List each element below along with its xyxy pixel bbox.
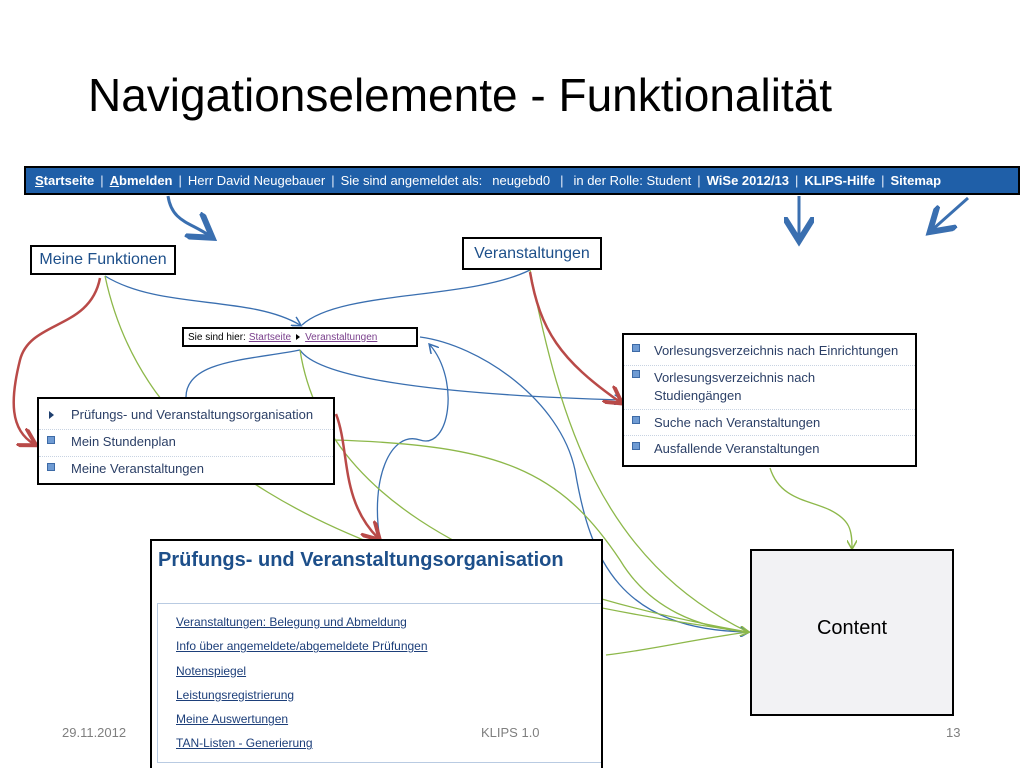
link-tan-listen[interactable]: TAN-Listen - Generierung — [176, 736, 313, 751]
arrow-menu-panel — [334, 413, 378, 538]
separator: | — [794, 173, 799, 188]
breadcrumb: Sie sind hier: Startseite Veranstaltunge… — [182, 327, 418, 347]
arrow-sitemap — [932, 196, 969, 230]
separator: | — [178, 173, 182, 188]
panel-title: Prüfungs- und Veranstaltungsorganisation — [158, 549, 564, 571]
breadcrumb-item-veranstaltungen[interactable]: Veranstaltungen — [305, 331, 378, 343]
separator: | — [100, 173, 104, 188]
footer-date: 29.11.2012 — [62, 725, 127, 740]
breadcrumb-separator-icon — [296, 334, 301, 340]
link-pruefungsinfo[interactable]: Info über angemeldete/abgemeldete Prüfun… — [176, 639, 428, 654]
menu-item-stundenplan[interactable]: Mein Stundenplan — [39, 430, 333, 457]
user-name: Herr David Neugebauer — [187, 173, 326, 188]
label-veranstaltungen: Veranstaltungen — [462, 237, 602, 270]
menu-item-ausfallende[interactable]: Ausfallende Veranstaltungen — [624, 436, 915, 462]
events-menu: Vorlesungsverzeichnis nach Einrichtungen… — [622, 333, 917, 467]
square-bullet-icon — [47, 463, 55, 471]
menu-item-label: Meine Veranstaltungen — [71, 461, 204, 476]
sitemap-link[interactable]: Sitemap — [890, 173, 942, 188]
menu-item-vv-studiengaenge[interactable]: Vorlesungsverzeichnis nach Studiengängen — [624, 366, 915, 410]
menu-item-label: Suche nach Veranstaltungen — [654, 415, 821, 430]
startseite-link[interactable]: Startseite — [35, 173, 95, 188]
separator: | — [697, 173, 701, 188]
menu-item-pruefungsorganisation[interactable]: Prüfungs- und Veranstaltungsorganisation — [39, 403, 333, 430]
separator: | — [881, 173, 885, 188]
link-belegung[interactable]: Veranstaltungen: Belegung und Abmeldung — [176, 615, 407, 629]
panel-link-list: Veranstaltungen: Belegung und Abmeldung … — [157, 603, 601, 763]
arrow-panel-breadcrumb — [376, 345, 449, 541]
semester-link[interactable]: WiSe 2012/13 — [706, 173, 789, 188]
top-navigation-bar: Startseite | Abmelden | Herr David Neuge… — [24, 166, 1020, 195]
link-notenspiegel[interactable]: Notenspiegel — [176, 663, 247, 678]
footer-page-number: 13 — [946, 725, 961, 740]
logged-in-label: Sie sind angemeldet als: — [340, 173, 483, 188]
username: neugebd0 — [492, 173, 551, 188]
abmelden-link[interactable]: Abmelden — [109, 173, 173, 188]
label-meine-funktionen: Meine Funktionen — [30, 245, 176, 275]
square-bullet-icon — [632, 370, 640, 378]
arrow-menu-breadcrumb — [185, 349, 301, 398]
menu-item-label: Vorlesungsverzeichnis nach Studiengängen — [654, 370, 816, 403]
breadcrumb-prefix: Sie sind hier: — [188, 331, 246, 343]
menu-item-meine-veranstaltungen[interactable]: Meine Veranstaltungen — [39, 457, 333, 484]
square-bullet-icon — [632, 442, 640, 450]
link-leistungsregistrierung[interactable]: Leistungsregistrierung — [176, 687, 295, 702]
menu-item-label: Prüfungs- und Veranstaltungsorganisation — [71, 407, 314, 422]
menu-item-label: Mein Stundenplan — [71, 434, 176, 449]
arrow-events-breadcrumb — [301, 269, 531, 326]
my-functions-menu: Prüfungs- und Veranstaltungsorganisation… — [37, 397, 335, 485]
arrow-functions-breadcrumb — [104, 275, 300, 325]
menu-item-suche[interactable]: Suche nach Veranstaltungen — [624, 410, 915, 436]
link-auswertungen[interactable]: Meine Auswertungen — [176, 712, 289, 727]
content-label: Content — [816, 617, 888, 639]
arrow-panel-content — [605, 631, 749, 656]
menu-item-vv-einrichtungen[interactable]: Vorlesungsverzeichnis nach Einrichtungen — [624, 340, 915, 366]
separator: | — [560, 173, 564, 188]
slide-title: Navigationselemente - Funktionalität — [88, 69, 833, 121]
square-bullet-icon — [47, 436, 55, 444]
arrow-events-submenu — [528, 271, 620, 402]
separator: | — [331, 173, 335, 188]
menu-item-label: Vorlesungsverzeichnis nach Einrichtungen — [654, 343, 899, 358]
square-bullet-icon — [632, 416, 640, 424]
square-bullet-icon — [632, 344, 640, 352]
arrow-abmelden — [166, 195, 210, 236]
footer-center: KLIPS 1.0 — [481, 725, 540, 740]
triangle-bullet-icon — [49, 411, 54, 419]
arrow-breadcrumb-events-menu — [299, 349, 622, 400]
menu-item-label: Ausfallende Veranstaltungen — [654, 441, 820, 456]
arrow-events-menu-content — [769, 467, 852, 548]
klips-help-link[interactable]: KLIPS-Hilfe — [804, 173, 876, 188]
content-box: Content — [750, 549, 954, 716]
breadcrumb-item-startseite[interactable]: Startseite — [248, 331, 292, 343]
role-label: in der Rolle: Student — [573, 173, 692, 188]
pruefungsorganisation-panel: Prüfungs- und Veranstaltungsorganisation… — [150, 539, 603, 768]
